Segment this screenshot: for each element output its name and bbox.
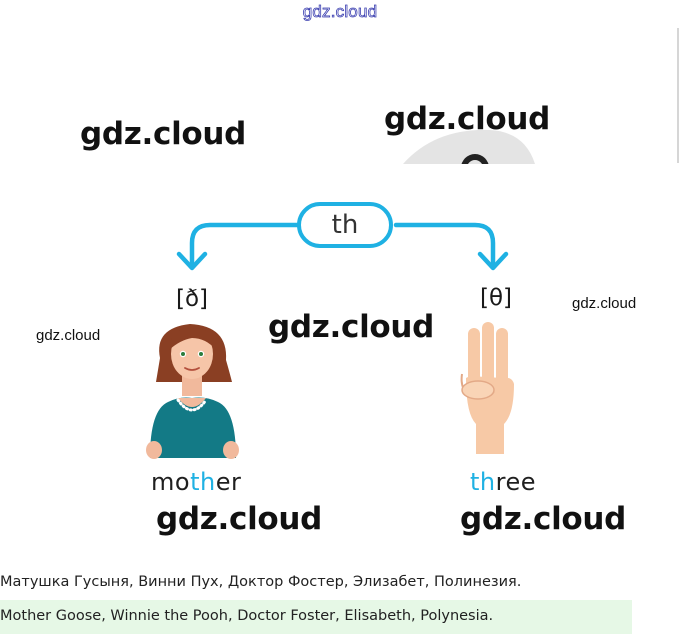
word-three-highlight: th [470,468,496,496]
watermark-right-small: gdz.cloud [572,295,636,312]
answer-english: Mother Goose, Winnie the Pooh, Doctor Fo… [0,600,632,634]
watermark-bottom-right: gdz.cloud [460,501,626,537]
watermark-bottom-left: gdz.cloud [156,501,322,537]
th-label: th [332,210,359,240]
watermark-upper-right: gdz.cloud [384,101,550,137]
watermark-upper-left: gdz.cloud [80,116,246,152]
word-three: three [470,468,536,496]
ipa-voiced: [ð] [176,286,208,312]
three-fingers-hand-icon [458,318,522,458]
ipa-voiceless: [θ] [480,285,512,311]
answer-russian: Матушка Гусыня, Винни Пух, Доктор Фостер… [0,571,680,597]
word-mother-highlight: th [190,468,216,496]
mother-illustration [140,318,245,463]
watermark-top: gdz.cloud [0,2,680,22]
th-label-pill: th [297,202,393,248]
watermark-middle: gdz.cloud [268,309,434,345]
watermark-left-small: gdz.cloud [36,327,100,344]
word-mother: mother [151,468,241,496]
scrollbar[interactable] [677,28,679,163]
